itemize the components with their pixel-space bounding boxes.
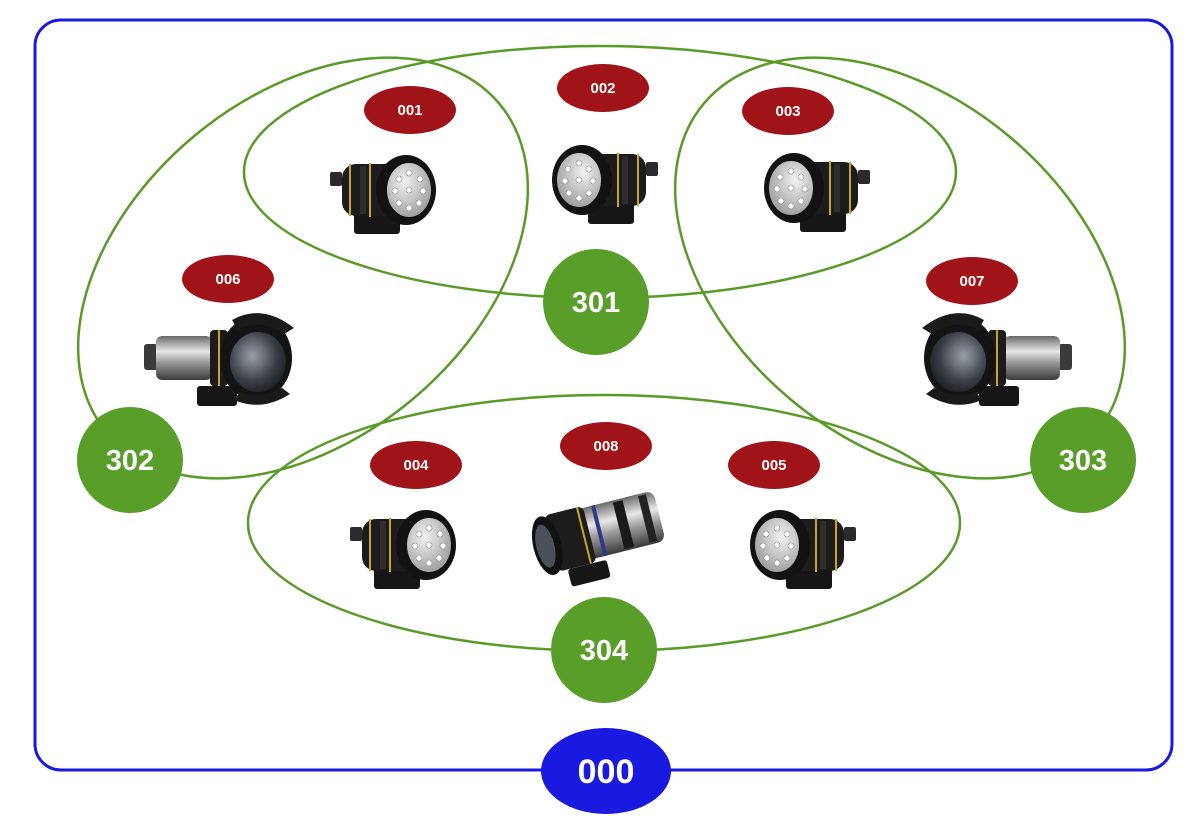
device-004-light-icon — [349, 509, 457, 590]
device-003-light-icon — [763, 152, 871, 233]
device-badge-007[interactable]: 007 — [926, 257, 1018, 305]
group-node-304[interactable]: 304 — [551, 597, 657, 703]
device-label: 002 — [590, 80, 615, 97]
device-label: 004 — [403, 457, 429, 474]
device-badge-001[interactable]: 001 — [364, 86, 456, 134]
device-label: 006 — [215, 271, 240, 288]
device-007-camera-icon — [921, 312, 1073, 407]
device-label: 007 — [959, 273, 984, 290]
group-label: 303 — [1059, 445, 1107, 477]
root-node-000[interactable]: 000 — [541, 728, 671, 814]
device-badge-003[interactable]: 003 — [742, 87, 834, 135]
device-006-camera-icon — [143, 312, 295, 407]
root-label: 000 — [578, 753, 635, 791]
device-badge-006[interactable]: 006 — [182, 255, 274, 303]
device-002-light-icon — [551, 144, 659, 225]
device-badge-002[interactable]: 002 — [557, 64, 649, 112]
group-node-301[interactable]: 301 — [543, 249, 649, 355]
device-label: 001 — [397, 102, 422, 119]
group-node-303[interactable]: 303 — [1030, 407, 1136, 513]
device-label: 003 — [775, 103, 800, 120]
group-label: 304 — [580, 635, 628, 667]
device-005-light-icon — [749, 509, 857, 590]
group-label: 301 — [572, 287, 620, 319]
device-008-camera-icon — [524, 486, 673, 596]
device-label: 005 — [761, 457, 786, 474]
device-badge-005[interactable]: 005 — [728, 441, 820, 489]
group-node-302[interactable]: 302 — [77, 407, 183, 513]
device-badge-008[interactable]: 008 — [560, 422, 652, 470]
device-badge-004[interactable]: 004 — [370, 441, 462, 489]
group-label: 302 — [106, 445, 154, 477]
device-001-light-icon — [329, 154, 437, 235]
device-label: 008 — [593, 438, 618, 455]
